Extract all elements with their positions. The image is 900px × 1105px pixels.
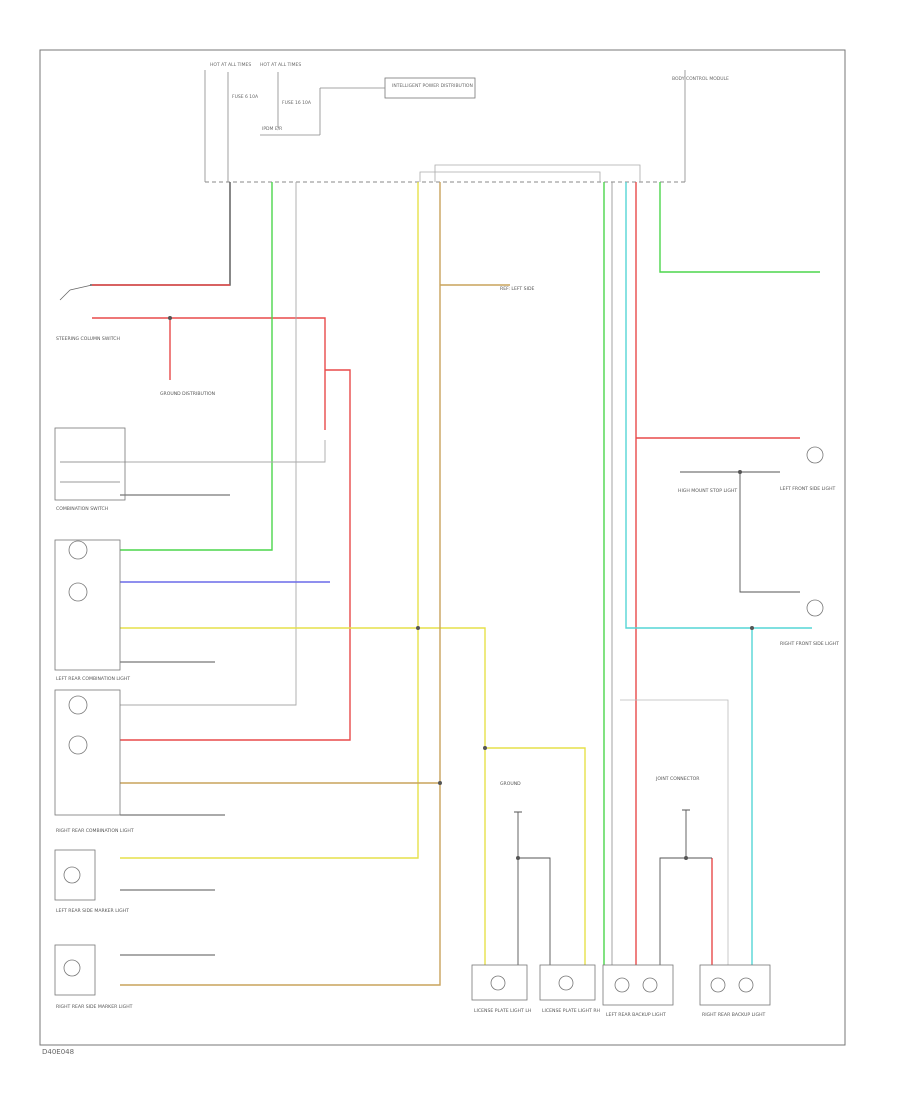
left-front-lamp-label: LEFT FRONT SIDE LIGHT (780, 486, 836, 492)
left-rear-combo-light: LEFT REAR COMBINATION LIGHT (54, 539, 130, 682)
top-module: HOT AT ALL TIMES HOT AT ALL TIMES FUSE 6… (204, 62, 729, 183)
fuse-b-label: FUSE 16 10A (282, 100, 312, 106)
ipdm-label: IPDM E/R (262, 126, 282, 132)
ground-mid-label: GROUND (500, 781, 521, 787)
splice-points (168, 316, 754, 860)
right-rear-lamp-label: RIGHT REAR SIDE MARKER LIGHT (56, 1004, 133, 1010)
right-front-lamp-label: RIGHT FRONT SIDE LIGHT (780, 641, 839, 647)
lp-left-label: LICENSE PLATE LIGHT LH (474, 1008, 531, 1014)
jb-label: JOINT CONNECTOR (655, 776, 700, 782)
right-top-lamp: LEFT FRONT SIDE LIGHT (780, 446, 836, 492)
right-rear-backup-light: RIGHT REAR BACKUP LIGHT (699, 964, 771, 1018)
combination-switch: COMBINATION SWITCH (54, 427, 126, 512)
left-rear-lamp-label: LEFT REAR SIDE MARKER LIGHT (56, 908, 129, 914)
steering-switch-label: STEERING COLUMN SWITCH (56, 336, 120, 342)
left-rear-combo-label: LEFT REAR COMBINATION LIGHT (56, 676, 130, 682)
intelligent-power-label: INTELLIGENT POWER DISTRIBUTION (392, 83, 473, 89)
lp-right-label: LICENSE PLATE LIGHT RH (542, 1008, 600, 1014)
right-mid-lamp: RIGHT FRONT SIDE LIGHT (780, 599, 839, 647)
left-rear-lamp: LEFT REAR SIDE MARKER LIGHT (54, 849, 129, 914)
license-plate-right: LICENSE PLATE LIGHT RH (539, 964, 600, 1014)
right-rear-combo-light: RIGHT REAR COMBINATION LIGHT (54, 689, 134, 834)
top-right-block-label: BODY CONTROL MODULE (672, 76, 729, 82)
right-rear-lamp: RIGHT REAR SIDE MARKER LIGHT (54, 944, 133, 1010)
wires (90, 182, 820, 986)
steering-switch: STEERING COLUMN SWITCH (56, 284, 120, 342)
combination-switch-label: COMBINATION SWITCH (56, 506, 108, 512)
left-rear-bl-label: LEFT REAR BACKUP LIGHT (606, 1012, 666, 1018)
diagram-code: D40E048 (42, 1048, 74, 1056)
hot-label-b: HOT AT ALL TIMES (260, 62, 301, 68)
license-plate-left: LICENSE PLATE LIGHT LH (471, 964, 531, 1014)
high-mount-label: HIGH MOUNT STOP LIGHT (678, 488, 737, 494)
right-rear-combo-label: RIGHT REAR COMBINATION LIGHT (56, 828, 134, 834)
right-rear-bl-label: RIGHT REAR BACKUP LIGHT (702, 1012, 766, 1018)
hot-label-a: HOT AT ALL TIMES (210, 62, 251, 68)
ground-symbols (514, 809, 690, 813)
left-rear-backup-light: LEFT REAR BACKUP LIGHT (602, 964, 674, 1018)
ref-a-label: REF: LEFT SIDE (500, 286, 534, 292)
fuse-a-label: FUSE 6 10A (232, 94, 259, 100)
ground-a-label: GROUND DISTRIBUTION (160, 391, 215, 397)
diagram-frame (39, 49, 846, 1046)
